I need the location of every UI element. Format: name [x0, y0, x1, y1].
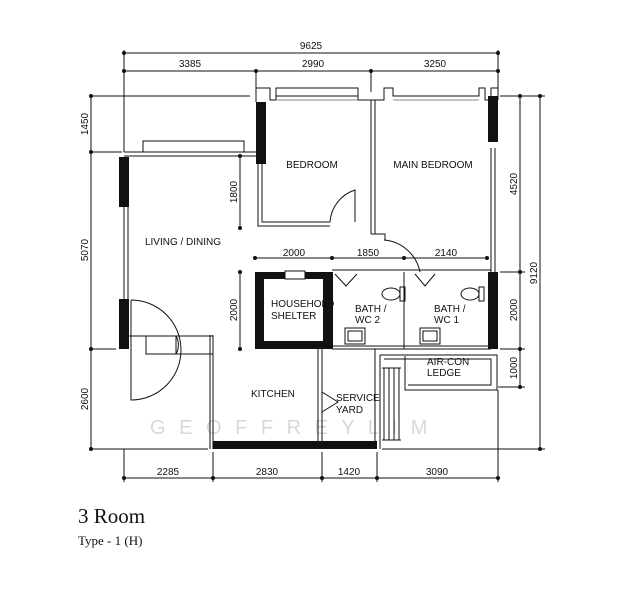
- label-living-dining: LIVING / DINING: [145, 237, 221, 248]
- label-bath2-2: WC 2: [355, 315, 380, 326]
- label-kitchen: KITCHEN: [251, 389, 295, 400]
- walls: [123, 87, 499, 449]
- svg-text:9120: 9120: [529, 261, 540, 284]
- svg-text:2830: 2830: [256, 467, 279, 478]
- svg-text:2990: 2990: [302, 59, 325, 70]
- label-bath2: BATH /: [355, 304, 387, 315]
- svg-text:1450: 1450: [80, 112, 91, 135]
- plan-subtitle: Type - 1 (H): [78, 533, 143, 548]
- label-bath1: BATH /: [434, 304, 466, 315]
- label-service-yard: SERVICE: [336, 393, 380, 404]
- svg-text:1800: 1800: [229, 180, 240, 203]
- label-bath1-2: WC 1: [434, 315, 459, 326]
- label-aircon-2: LEDGE: [427, 368, 461, 379]
- label-main-bedroom: MAIN BEDROOM: [393, 160, 472, 171]
- svg-text:3250: 3250: [424, 59, 447, 70]
- svg-text:1850: 1850: [357, 248, 380, 259]
- svg-text:G E O F F R E Y L I M: G E O F F R E Y L I M: [150, 417, 431, 439]
- dimension-dots: [89, 51, 542, 480]
- solid-walls: [119, 96, 498, 449]
- svg-text:9625: 9625: [300, 41, 323, 52]
- dimension-labels: 9625 3385 2990 3250 1450 5070 2600 1800 …: [80, 41, 540, 478]
- label-aircon: AIR-CON: [427, 357, 469, 368]
- svg-text:3090: 3090: [426, 467, 449, 478]
- watermark: G E O F F R E Y L I M: [150, 417, 431, 439]
- svg-text:2285: 2285: [157, 467, 180, 478]
- svg-text:5070: 5070: [80, 238, 91, 261]
- svg-text:2140: 2140: [435, 248, 458, 259]
- svg-text:2600: 2600: [80, 387, 91, 410]
- label-service-yard-2: YARD: [336, 405, 363, 416]
- label-shelter: HOUSEHOLD: [271, 299, 334, 310]
- svg-text:1000: 1000: [509, 356, 520, 379]
- svg-text:3385: 3385: [179, 59, 202, 70]
- label-bedroom: BEDROOM: [286, 160, 338, 171]
- svg-text:2000: 2000: [509, 298, 520, 321]
- svg-text:2000: 2000: [229, 298, 240, 321]
- svg-text:2000: 2000: [283, 248, 306, 259]
- svg-text:1420: 1420: [338, 467, 361, 478]
- plan-title: 3 Room: [78, 504, 146, 528]
- label-shelter-2: SHELTER: [271, 311, 316, 322]
- room-labels: BEDROOM MAIN BEDROOM LIVING / DINING HOU…: [145, 160, 473, 416]
- svg-text:4520: 4520: [509, 172, 520, 195]
